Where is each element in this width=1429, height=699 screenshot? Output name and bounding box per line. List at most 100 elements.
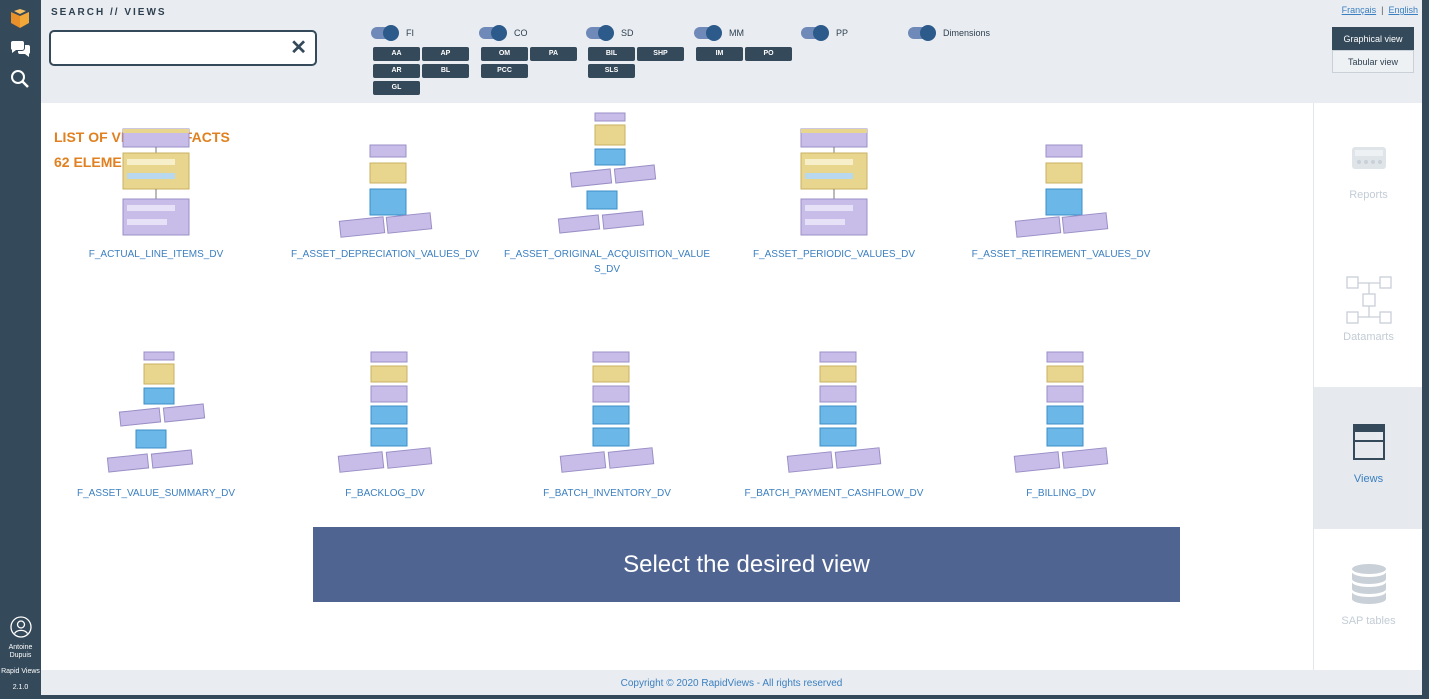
view-card[interactable]: F_ASSET_VALUE_SUMMARY_DV xyxy=(51,350,261,501)
datamarts-icon xyxy=(1345,276,1392,324)
module-button-im[interactable]: IM xyxy=(696,47,743,61)
user-first-name: Antoine xyxy=(8,644,33,651)
module-button-ap[interactable]: AP xyxy=(422,47,469,61)
co-label: CO xyxy=(514,28,528,38)
dimensions-switch[interactable] xyxy=(908,25,936,41)
tabular-view-button[interactable]: Tabular view xyxy=(1332,50,1414,73)
logo-icon xyxy=(11,9,29,28)
pp-switch[interactable] xyxy=(801,25,829,41)
module-button-pcc[interactable]: PCC xyxy=(481,64,528,78)
view-card[interactable]: F_ASSET_PERIODIC_VALUES_DV xyxy=(729,121,939,262)
view-name-link[interactable]: F_ASSET_RETIREMENT_VALUES_DV xyxy=(971,249,1151,260)
instruction-overlay: Select the desired view xyxy=(313,527,1180,602)
module-button-sls[interactable]: SLS xyxy=(588,64,635,78)
view-card[interactable]: F_ASSET_ORIGINAL_ACQUISITION_VALUES_DV xyxy=(502,111,712,277)
view-card[interactable]: F_BILLING_DV xyxy=(956,350,1166,501)
app-version: 2.1.0 xyxy=(12,684,29,691)
view-diagram-thumbnail[interactable] xyxy=(502,350,712,480)
view-card[interactable]: F_ASSET_RETIREMENT_VALUES_DV xyxy=(956,121,1166,262)
toggle-sd[interactable]: SD xyxy=(586,25,634,41)
view-card[interactable]: F_BATCH_INVENTORY_DV xyxy=(502,350,712,501)
search-input[interactable]: ✕ xyxy=(49,30,317,66)
view-diagram-thumbnail[interactable] xyxy=(280,350,490,480)
mm-switch[interactable] xyxy=(694,25,722,41)
module-button-ar[interactable]: AR xyxy=(373,64,420,78)
right-panel: Reports Datamarts Views xyxy=(1313,103,1423,671)
language-switcher: Français | English xyxy=(1342,5,1418,15)
view-diagram-thumbnail[interactable] xyxy=(502,111,712,241)
module-button-om[interactable]: OM xyxy=(481,47,528,61)
view-name-link[interactable]: F_ASSET_VALUE_SUMMARY_DV xyxy=(76,488,236,499)
view-name-link[interactable]: F_BACKLOG_DV xyxy=(345,488,425,499)
right-gutter xyxy=(1422,0,1429,699)
chat-icon[interactable] xyxy=(9,37,31,59)
toggle-pp[interactable]: PP xyxy=(801,25,849,41)
view-diagram-thumbnail[interactable] xyxy=(280,121,490,241)
toggle-dimensions[interactable]: Dimensions xyxy=(908,25,991,41)
user-last-name: Dupuis xyxy=(9,652,32,659)
sd-label: SD xyxy=(621,28,634,38)
nav-sap-tables-label: SAP tables xyxy=(1341,615,1396,627)
toggle-co[interactable]: CO xyxy=(479,25,528,41)
view-card[interactable]: F_BATCH_PAYMENT_CASHFLOW_DV xyxy=(729,350,939,501)
search-icon[interactable] xyxy=(9,68,31,90)
nav-reports[interactable]: Reports xyxy=(1314,103,1423,245)
lang-en-link[interactable]: English xyxy=(1388,5,1418,15)
fi-buttons: AA AP AR BL GL xyxy=(373,47,469,95)
fi-switch[interactable] xyxy=(371,25,399,41)
lang-separator: | xyxy=(1381,5,1384,15)
view-card[interactable]: F_ASSET_DEPRECIATION_VALUES_DV xyxy=(280,121,490,262)
view-name-link[interactable]: F_ACTUAL_LINE_ITEMS_DV xyxy=(88,249,224,260)
view-name-link[interactable]: F_ASSET_PERIODIC_VALUES_DV xyxy=(752,249,916,260)
view-diagram-thumbnail[interactable] xyxy=(956,350,1166,480)
view-name-link[interactable]: F_BATCH_INVENTORY_DV xyxy=(543,488,671,499)
module-button-gl[interactable]: GL xyxy=(373,81,420,95)
toggle-mm[interactable]: MM xyxy=(694,25,744,41)
view-card[interactable]: F_ACTUAL_LINE_ITEMS_DV xyxy=(51,121,261,262)
view-diagram-thumbnail[interactable] xyxy=(956,121,1166,241)
dimensions-label: Dimensions xyxy=(943,28,991,38)
sd-buttons: BIL SHP SLS xyxy=(588,47,684,78)
user-block[interactable]: Antoine Dupuis Rapid Views 2.1.0 xyxy=(0,616,41,692)
graphical-view-button[interactable]: Graphical view xyxy=(1332,27,1414,50)
fi-label: FI xyxy=(406,28,414,38)
module-button-bl[interactable]: BL xyxy=(422,64,469,78)
sd-switch[interactable] xyxy=(586,25,614,41)
co-buttons: OM PA PCC xyxy=(481,47,577,78)
pp-label: PP xyxy=(836,28,849,38)
nav-views[interactable]: Views xyxy=(1314,387,1423,529)
reports-icon xyxy=(1351,147,1386,169)
lang-fr-link[interactable]: Français xyxy=(1341,5,1377,15)
view-diagram-thumbnail[interactable] xyxy=(729,350,939,480)
top-bar: SEARCH // VIEWS ✕ FI AA AP AR BL GL CO O… xyxy=(41,0,1422,103)
view-name-link[interactable]: F_ASSET_ORIGINAL_ACQUISITION_VALUES_DV xyxy=(504,249,710,275)
nav-datamarts[interactable]: Datamarts xyxy=(1314,245,1423,387)
mm-label: MM xyxy=(729,28,744,38)
module-button-bil[interactable]: BIL xyxy=(588,47,635,61)
view-diagram-thumbnail[interactable] xyxy=(51,121,261,241)
view-diagram-thumbnail[interactable] xyxy=(51,350,261,480)
breadcrumb: SEARCH // VIEWS xyxy=(51,7,167,18)
module-button-shp[interactable]: SHP xyxy=(637,47,684,61)
module-button-po[interactable]: PO xyxy=(745,47,792,61)
nav-reports-label: Reports xyxy=(1349,189,1388,201)
toggle-fi[interactable]: FI xyxy=(371,25,414,41)
left-rail: Antoine Dupuis Rapid Views 2.1.0 xyxy=(0,0,41,699)
view-card[interactable]: F_BACKLOG_DV xyxy=(280,350,490,501)
co-switch[interactable] xyxy=(479,25,507,41)
view-name-link[interactable]: F_ASSET_DEPRECIATION_VALUES_DV xyxy=(290,249,480,260)
module-button-aa[interactable]: AA xyxy=(373,47,420,61)
close-icon[interactable]: ✕ xyxy=(290,37,307,59)
view-diagram-thumbnail[interactable] xyxy=(729,121,939,241)
view-name-link[interactable]: F_BATCH_PAYMENT_CASHFLOW_DV xyxy=(744,488,924,499)
avatar-icon xyxy=(9,616,32,638)
footer-copyright: Copyright © 2020 RapidViews - All rights… xyxy=(41,670,1422,695)
app-name: Rapid Views xyxy=(1,668,40,675)
nav-datamarts-label: Datamarts xyxy=(1343,331,1394,343)
nav-sap-tables[interactable]: SAP tables xyxy=(1314,529,1423,671)
database-icon xyxy=(1351,564,1386,604)
view-name-link[interactable]: F_BILLING_DV xyxy=(1026,488,1096,499)
module-button-pa[interactable]: PA xyxy=(530,47,577,61)
mm-buttons: IM PO xyxy=(696,47,792,61)
